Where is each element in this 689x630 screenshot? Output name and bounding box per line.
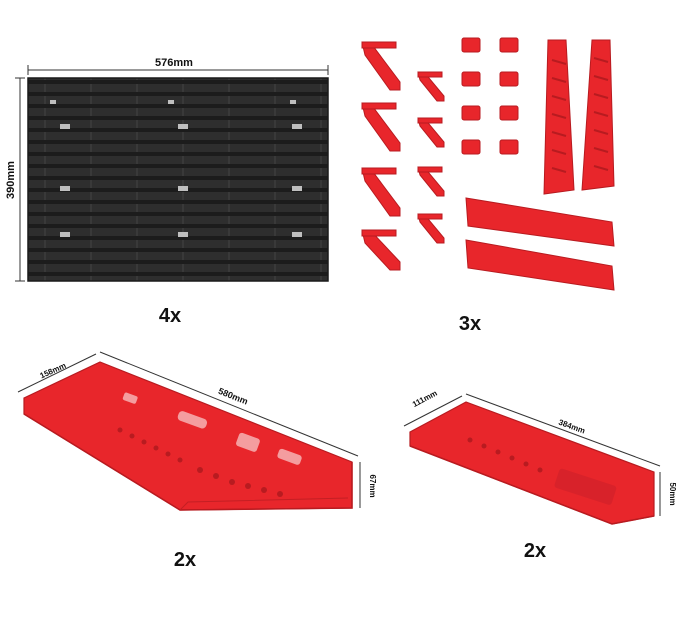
wall-panel	[27, 77, 329, 282]
shelf-small-quantity: 2x	[524, 540, 546, 562]
triangle-hook-small	[417, 71, 445, 244]
shelf-large-dimensions	[17, 351, 361, 508]
hooks-set	[361, 37, 615, 291]
shelf-large-height-label: 67mm	[368, 474, 377, 497]
shelf-large	[23, 361, 353, 511]
wrench-holder-vertical	[543, 39, 615, 195]
panel-height-dimension	[15, 77, 25, 282]
panel-height-label: 390mm	[5, 161, 17, 199]
holder-slots	[551, 57, 609, 173]
shelf-large-width-label: 580mm	[217, 386, 250, 407]
wrench-holder-horizontal	[465, 197, 615, 291]
shelf-small-depth-label: 111mm	[411, 389, 439, 409]
shelf-large-quantity: 2x	[174, 549, 196, 571]
shelf-small	[409, 401, 655, 525]
shelf-small-dimensions	[403, 393, 661, 516]
hooks-quantity: 3x	[459, 313, 481, 335]
triangle-hook-large	[361, 41, 401, 271]
panel-quantity: 4x	[159, 305, 181, 327]
shelf-large-depth-label: 158mm	[39, 361, 68, 380]
shelf-small-height-label: 50mm	[668, 482, 677, 505]
panel-width-dimension	[27, 56, 329, 75]
peg-hooks	[461, 37, 519, 155]
panel-width-label: 576mm	[155, 57, 193, 69]
